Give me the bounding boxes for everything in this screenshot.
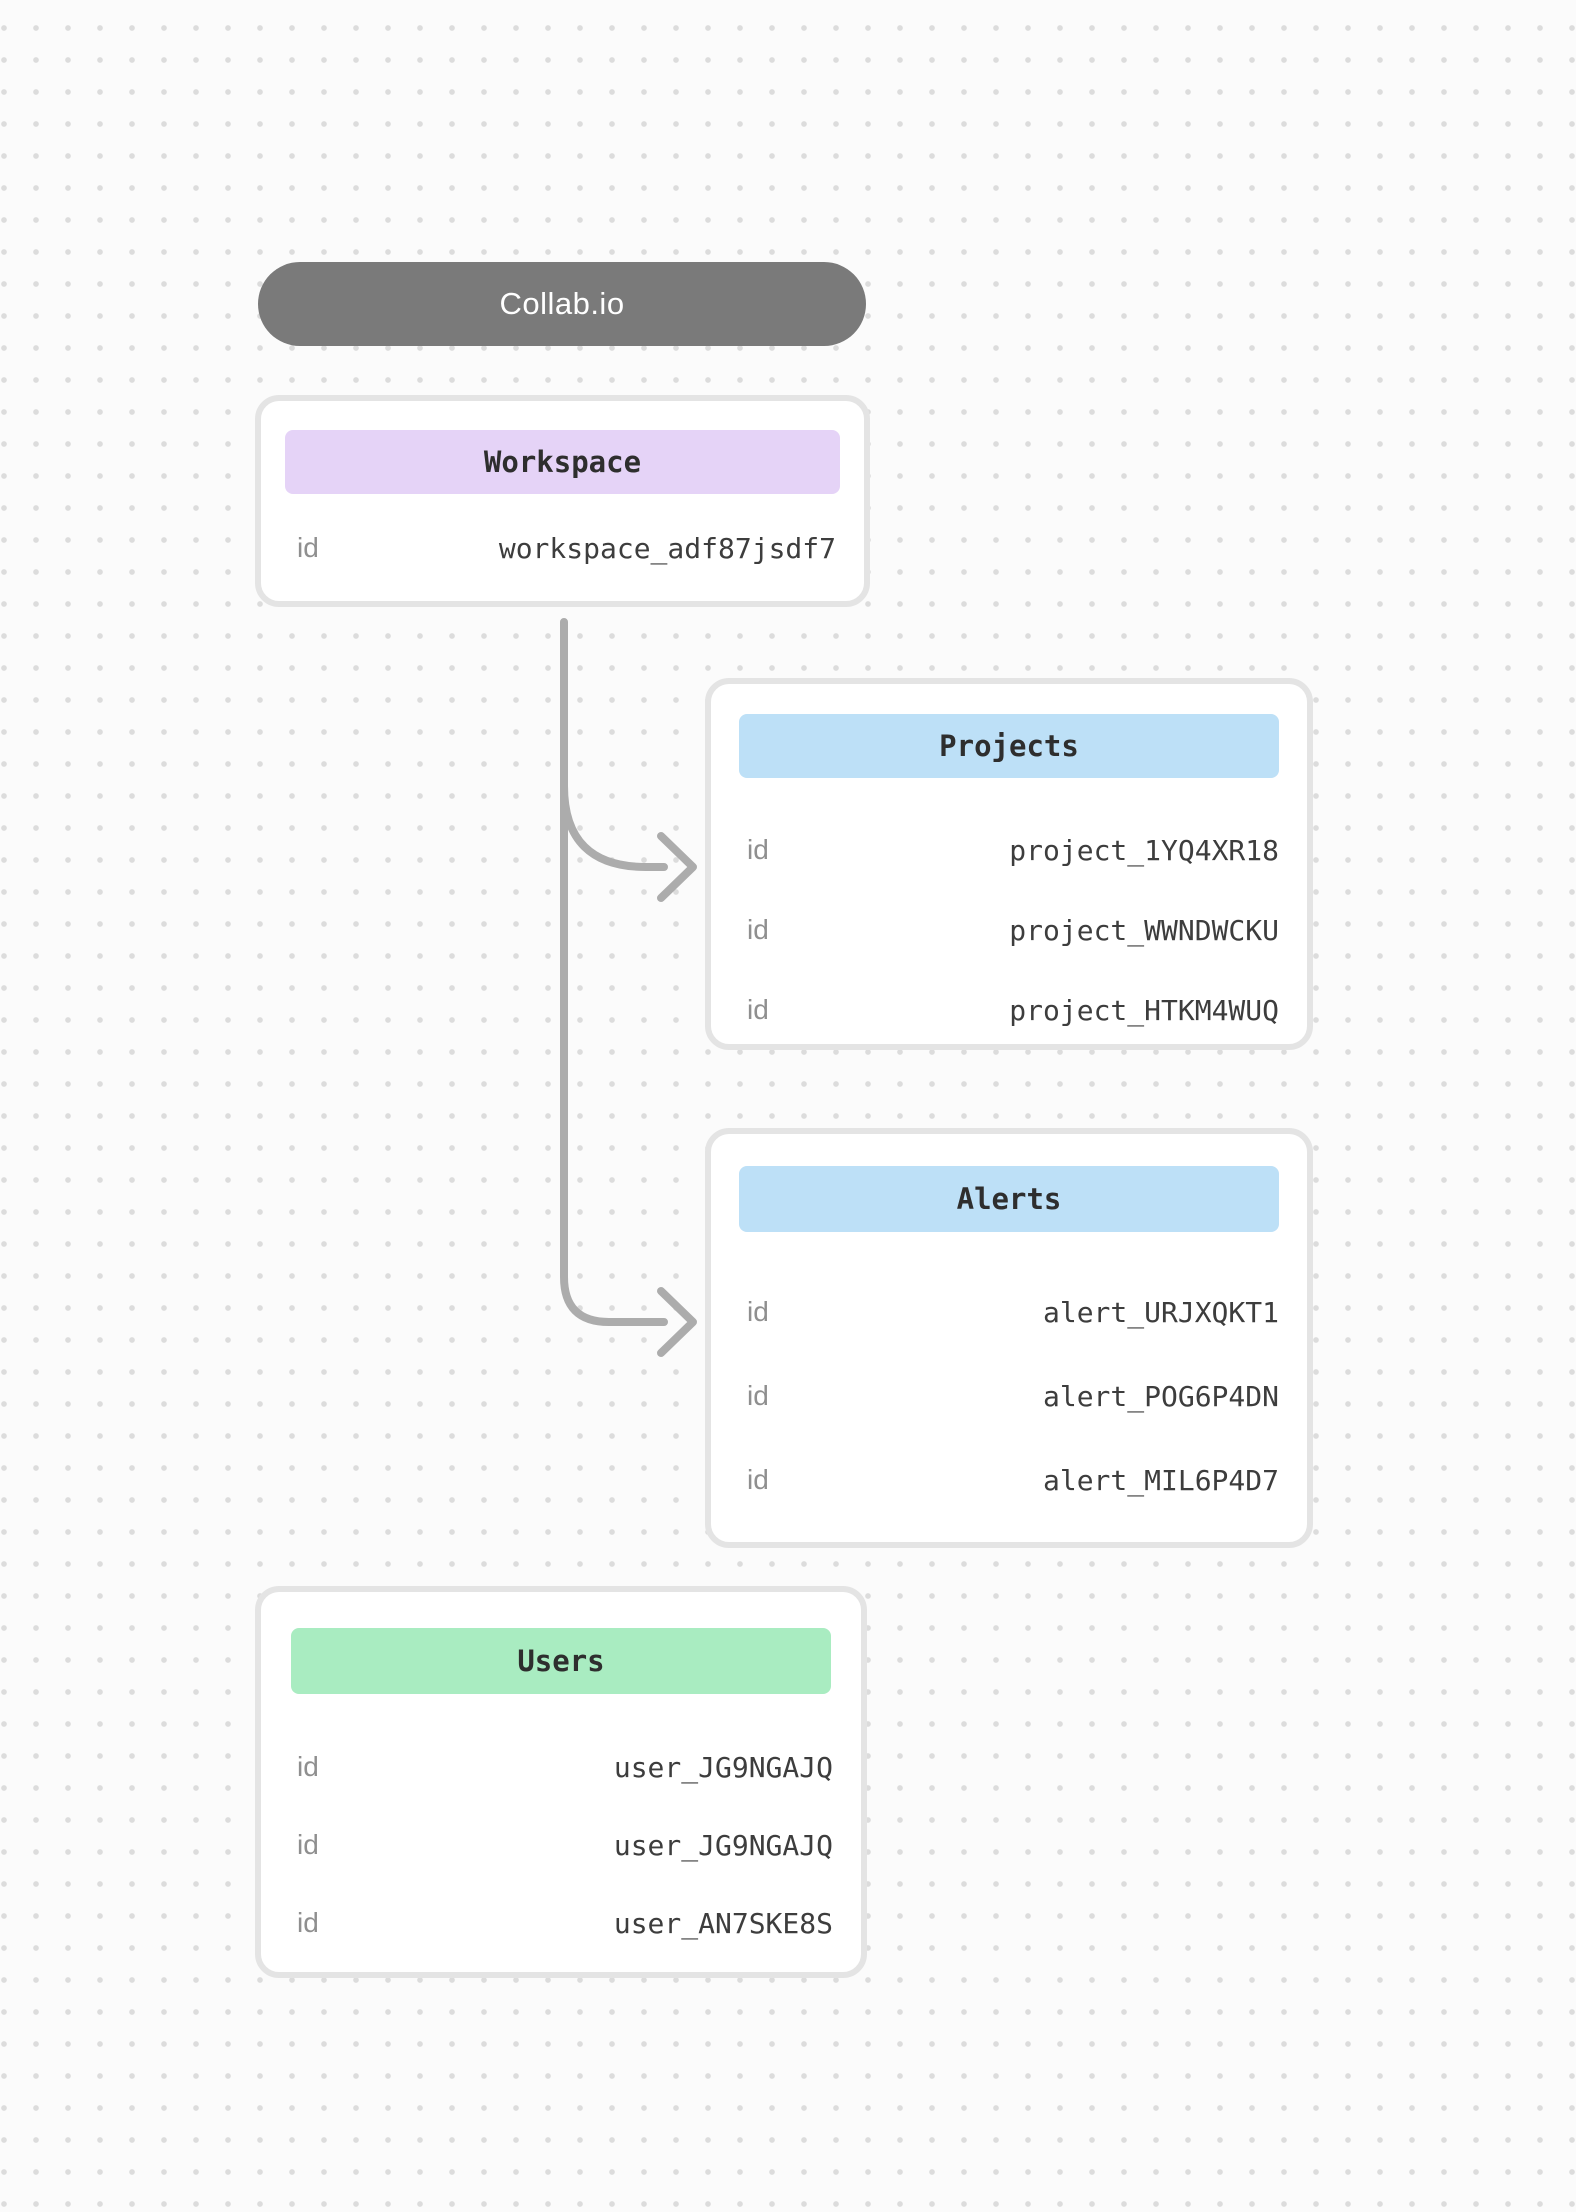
row-value: user_JG9NGAJQ (613, 1828, 833, 1862)
entity-header-users: Users (291, 1628, 831, 1694)
entity-title-workspace: Workspace (483, 445, 642, 479)
row-label: id (297, 1829, 319, 1860)
row-value: workspace_adf87jsdf7 (498, 531, 836, 565)
row-label: id (297, 1751, 319, 1782)
entity-row: id workspace_adf87jsdf7 (261, 516, 864, 580)
entity-row: id project_WWNDWCKU (711, 890, 1307, 970)
entity-header-projects: Projects (739, 714, 1279, 778)
entity-rows-projects: id project_1YQ4XR18 id project_WWNDWCKU … (711, 778, 1307, 1050)
row-label: id (747, 914, 769, 945)
entity-card-alerts[interactable]: Alerts id alert_URJXQKT1 id alert_POG6P4… (705, 1128, 1313, 1548)
entity-row: id alert_MIL6P4D7 (711, 1438, 1307, 1522)
entity-row: id alert_POG6P4DN (711, 1354, 1307, 1438)
entity-card-workspace[interactable]: Workspace id workspace_adf87jsdf7 (255, 395, 870, 607)
entity-title-alerts: Alerts (956, 1182, 1062, 1216)
connector-trunk-workspace (560, 618, 668, 1326)
entity-card-projects[interactable]: Projects id project_1YQ4XR18 id project_… (705, 678, 1313, 1050)
arrowhead-alerts-icon (657, 1287, 697, 1357)
row-value: project_WWNDWCKU (1009, 913, 1279, 947)
entity-rows-workspace: id workspace_adf87jsdf7 (261, 494, 864, 580)
entity-rows-users: id user_JG9NGAJQ id user_JG9NGAJQ id use… (261, 1694, 861, 1962)
row-label: id (747, 1380, 769, 1411)
entity-row: id project_HTKM4WUQ (711, 970, 1307, 1050)
connector-branch-projects (560, 782, 668, 871)
entity-row: id project_1YQ4XR18 (711, 810, 1307, 890)
entity-card-users[interactable]: Users id user_JG9NGAJQ id user_JG9NGAJQ … (255, 1586, 867, 1978)
row-value: project_1YQ4XR18 (1009, 833, 1279, 867)
entity-title-projects: Projects (939, 729, 1079, 763)
entity-rows-alerts: id alert_URJXQKT1 id alert_POG6P4DN id a… (711, 1232, 1307, 1522)
row-value: alert_POG6P4DN (1042, 1379, 1279, 1413)
entity-header-alerts: Alerts (739, 1166, 1279, 1232)
row-label: id (747, 1464, 769, 1495)
entity-row: id user_JG9NGAJQ (261, 1728, 861, 1806)
entity-row: id alert_URJXQKT1 (711, 1270, 1307, 1354)
entity-header-workspace: Workspace (285, 430, 840, 494)
arrowhead-projects-icon (657, 832, 697, 902)
row-value: user_AN7SKE8S (613, 1906, 833, 1940)
row-label: id (747, 1296, 769, 1327)
row-value: alert_MIL6P4D7 (1042, 1463, 1279, 1497)
diagram-title-pill[interactable]: Collab.io (258, 262, 866, 346)
entity-title-users: Users (517, 1644, 605, 1678)
row-label: id (747, 994, 769, 1025)
row-label: id (297, 1907, 319, 1938)
diagram-title-label: Collab.io (499, 286, 625, 321)
row-value: user_JG9NGAJQ (613, 1750, 833, 1784)
row-label: id (747, 834, 769, 865)
row-value: alert_URJXQKT1 (1042, 1295, 1279, 1329)
entity-row: id user_AN7SKE8S (261, 1884, 861, 1962)
row-label: id (297, 532, 319, 563)
entity-row: id user_JG9NGAJQ (261, 1806, 861, 1884)
row-value: project_HTKM4WUQ (1009, 993, 1279, 1027)
